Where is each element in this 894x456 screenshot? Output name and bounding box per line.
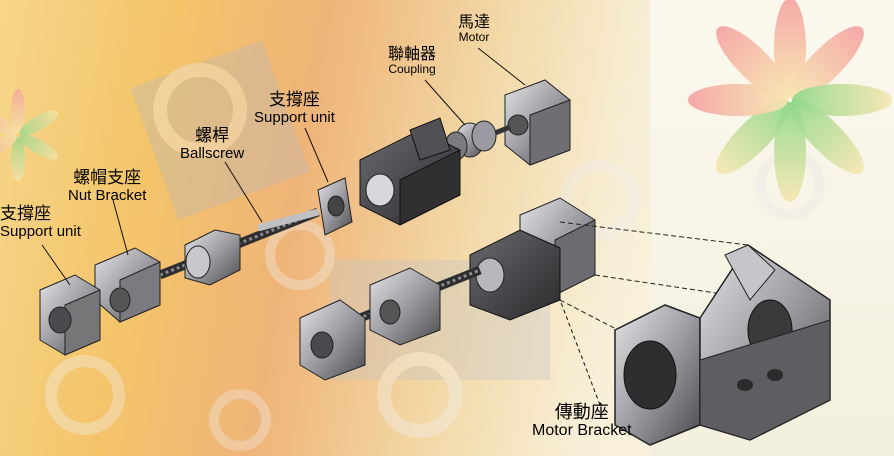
label-nut-bracket-en: Nut Bracket — [68, 186, 147, 204]
label-support-unit-left: 支撐座 Support unit — [0, 204, 81, 240]
label-support-unit-top: 支撐座 Support unit — [254, 90, 335, 126]
support-unit-fixed-part — [359, 117, 461, 226]
label-coupling-en: Coupling — [388, 61, 436, 76]
flower-decoration-left — [0, 89, 59, 181]
assembled-nut-bracket — [369, 267, 441, 346]
label-support-unit-left-en: Support unit — [0, 222, 81, 240]
ball-nut-part — [184, 229, 241, 286]
label-ballscrew-en: Ballscrew — [180, 144, 245, 162]
label-support-unit-top-zh: 支撐座 — [268, 90, 320, 110]
label-motor-en: Motor — [458, 29, 490, 44]
motor-bracket-detail — [559, 221, 831, 446]
label-motor-bracket-en: Motor Bracket — [532, 421, 632, 439]
leader-lines — [41, 47, 601, 406]
label-coupling-zh: 聯軸器 — [388, 44, 437, 63]
assembled-support-unit — [299, 299, 366, 381]
coupling-part — [444, 120, 497, 161]
label-motor-bracket: 傳動座 Motor Bracket — [532, 402, 632, 440]
support-unit-top-flange — [317, 177, 353, 236]
label-motor-bracket-zh: 傳動座 — [554, 402, 609, 423]
label-ballscrew-zh: 螺桿 — [195, 126, 230, 146]
flower-decoration-right — [688, 0, 892, 202]
label-motor: 馬達 Motor — [458, 12, 491, 44]
nut-bracket-part — [94, 247, 161, 323]
motor-part — [489, 79, 571, 166]
label-coupling: 聯軸器 Coupling — [388, 44, 437, 76]
support-unit-left-part — [39, 274, 101, 356]
label-nut-bracket: 螺帽支座 Nut Bracket — [68, 168, 147, 204]
assembled-motor-bracket — [469, 229, 561, 321]
label-ballscrew: 螺桿 Ballscrew — [180, 126, 245, 162]
label-motor-zh: 馬達 — [458, 12, 491, 31]
label-support-unit-left-zh: 支撐座 — [0, 204, 51, 224]
label-support-unit-top-en: Support unit — [254, 108, 335, 126]
label-nut-bracket-zh: 螺帽支座 — [73, 168, 142, 188]
